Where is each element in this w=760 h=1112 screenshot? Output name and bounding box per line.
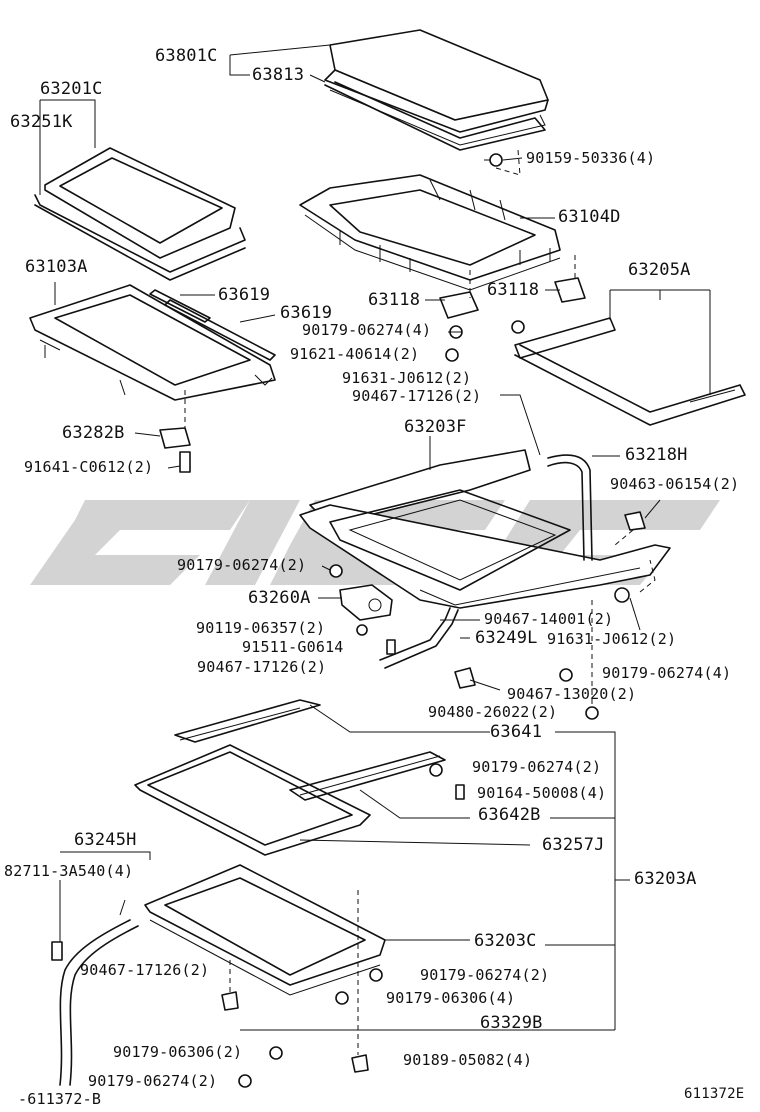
label-63249L: 63249L: [475, 628, 538, 648]
label-90179-06274-4a: 90179-06274(4): [302, 321, 432, 339]
label-63103A: 63103A: [25, 257, 88, 277]
drain-hose-63218H: [547, 454, 593, 561]
drain-hose-63245H: [59, 919, 139, 1086]
label-63205A: 63205A: [628, 260, 691, 280]
label-63218H: 63218H: [625, 445, 688, 465]
label-90467-17126-lower: 90467-17126(2): [80, 961, 210, 979]
nut-90179-left: [329, 564, 343, 578]
bolt-91631-lower: [614, 587, 630, 603]
sunroof-glass-63801C: [324, 29, 549, 146]
nut-90179-mid: [429, 763, 465, 800]
sunshade-frame-63201C: [34, 147, 246, 281]
label-90480-26022: 90480-26022(2): [428, 703, 558, 721]
panel-63641: [174, 699, 321, 743]
label-63801C: 63801C: [155, 46, 218, 66]
label-63642B: 63642B: [478, 805, 541, 825]
bolt-90159: [484, 153, 503, 167]
frame-63203C: [144, 864, 386, 996]
label-63257J: 63257J: [542, 835, 605, 855]
label-63203C: 63203C: [474, 931, 537, 951]
label-63104D: 63104D: [558, 207, 621, 227]
label-91631-J0612-upper: 91631-J0612(2): [342, 369, 472, 387]
label-90179-06306-4: 90179-06306(4): [386, 989, 516, 1007]
sunroof-housing-63203F: [299, 449, 671, 609]
label-90119-06357: 90119-06357(2): [196, 619, 326, 637]
sunroof-housing-63104D: [299, 174, 561, 291]
label-63118-right: 63118: [487, 280, 540, 300]
label-90467-13020: 90467-13020(2): [507, 685, 637, 703]
label-90164-50008: 90164-50008(4): [477, 784, 607, 802]
label-90467-14001: 90467-14001(2): [484, 610, 614, 628]
clip-90467-13020: [454, 667, 476, 689]
label-91631-J0612-lower: 91631-J0612(2): [547, 630, 677, 648]
rails-63642B: [289, 751, 446, 801]
clip-90463: [624, 511, 646, 531]
label-90467-17126-mid: 90467-17126(2): [197, 658, 327, 676]
label-90179-06274-2c: 90179-06274(2): [420, 966, 550, 984]
clip-63282B: [159, 427, 191, 449]
hose-63249L: [379, 607, 459, 669]
nut-90480: [559, 668, 599, 720]
label-63619-lower: 63619: [280, 303, 333, 323]
label-90179-06274-2a: 90179-06274(2): [177, 556, 307, 574]
label-63813: 63813: [252, 65, 305, 85]
label-63201C: 63201C: [40, 79, 103, 99]
label-90463-06154: 90463-06154(2): [610, 475, 740, 493]
label-90179-06274-4b: 90179-06274(4): [602, 664, 732, 682]
sunshade-63257J: [134, 744, 371, 856]
screw-91641: [179, 451, 191, 473]
label-90179-06274-2d: 90179-06274(2): [88, 1072, 218, 1090]
screws-90119: [356, 624, 396, 655]
label-63329B: 63329B: [480, 1013, 543, 1033]
clip-82711: [51, 941, 63, 961]
label-63619-upper: 63619: [218, 285, 271, 305]
motor-63260A: [339, 584, 393, 621]
label-90179-06306-2: 90179-06306(2): [113, 1043, 243, 1061]
label-63260A: 63260A: [248, 588, 311, 608]
label-82711-3A540: 82711-3A540(4): [4, 862, 134, 880]
label-91641-C0612: 91641-C0612(2): [24, 458, 154, 476]
label-611372-B: -611372-B: [18, 1090, 102, 1108]
bracket-63118: [439, 277, 586, 319]
label-63251K: 63251K: [10, 112, 73, 132]
frame-63103A: [29, 284, 276, 401]
nuts-lower-group: [221, 968, 383, 1088]
nut-90179-group-top: [445, 320, 525, 362]
label-611372E: 611372E: [684, 1086, 745, 1102]
label-63641: 63641: [490, 722, 543, 742]
label-90159-50336: 90159-50336(4): [526, 149, 656, 167]
guide-rails-63205A: [514, 317, 746, 426]
label-63203F: 63203F: [404, 417, 467, 437]
label-90179-06274-2b: 90179-06274(2): [472, 758, 602, 776]
label-90467-17126-upper: 90467-17126(2): [352, 387, 482, 405]
label-63203A: 63203A: [634, 869, 697, 889]
label-63245H: 63245H: [74, 830, 137, 850]
label-63282B: 63282B: [62, 423, 125, 443]
label-63118-left: 63118: [368, 290, 421, 310]
weatherstrip-63813: [324, 81, 546, 151]
label-91621-40614: 91621-40614(2): [290, 345, 420, 363]
molding-strips-63619: [149, 289, 276, 361]
label-91511-G0614: 91511-G0614: [242, 638, 344, 656]
label-90189-05082: 90189-05082(4): [403, 1051, 533, 1069]
